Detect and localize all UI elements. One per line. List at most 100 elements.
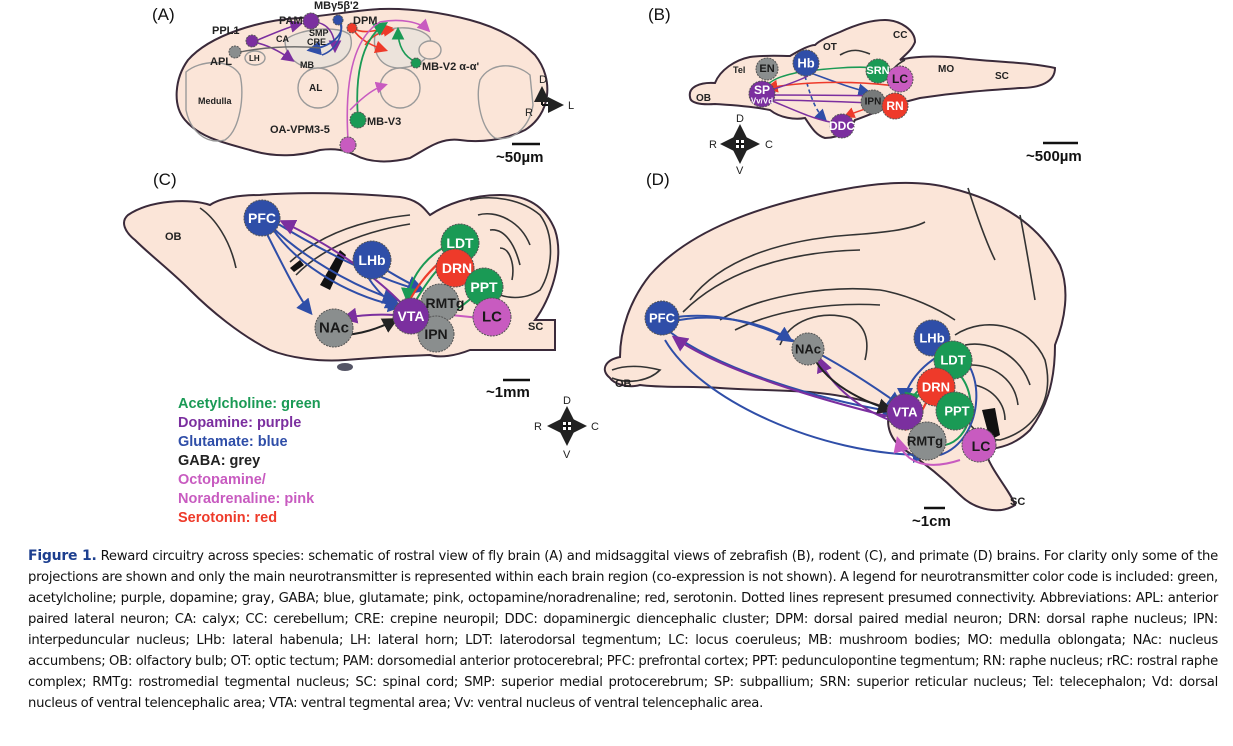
scale-text-c: ~1mm <box>486 384 530 401</box>
label-en: EN <box>759 63 774 75</box>
c-cerebellum <box>469 197 552 299</box>
label-c-lc: LC <box>482 309 502 326</box>
compass-a: D L R <box>525 74 574 119</box>
label-d-ppt: PPT <box>944 404 969 419</box>
label-c-rmtg: RMTg <box>426 295 465 311</box>
c-corpus-callosum <box>289 214 411 263</box>
node-c-rmtg <box>420 283 460 323</box>
compass-c-d: D <box>563 395 571 407</box>
label-apl: APL <box>210 56 232 68</box>
label-c-vta: VTA <box>398 308 425 324</box>
panel-a-labels: PPL1 PAM MBγ5β'2 DPM APL MB-V2 α-α' MB-V… <box>198 0 479 136</box>
label-b-sc: SC <box>995 71 1009 82</box>
node-d-rmtg <box>907 421 947 461</box>
lh-outline <box>244 50 266 66</box>
label-b-mo: MO <box>938 64 954 75</box>
d-corpus-callosum <box>719 287 956 321</box>
legend-gaba: GABA: grey <box>178 453 261 469</box>
label-cre: CRE <box>307 37 326 47</box>
label-d-vta: VTA <box>892 405 918 420</box>
node-ddc <box>829 113 855 139</box>
panel-c-label: (C) <box>153 170 177 189</box>
figure-caption: Figure 1. Reward circuitry across specie… <box>28 546 1218 714</box>
node-d-ppt <box>935 391 975 431</box>
label-d-sc: SC <box>1010 496 1025 508</box>
compass-c-c: C <box>591 421 599 433</box>
panel-a-nodes <box>228 12 422 154</box>
label-c-ppt: PPT <box>470 279 498 295</box>
compass-c: D V R C <box>534 395 599 461</box>
label-pam: PAM <box>279 15 303 27</box>
caption-text: Reward circuitry across species: schemat… <box>28 549 1218 711</box>
panel-c-labels: PFC LHb LDT DRN PPT RMTg VTA LC NAc IPN … <box>165 210 543 342</box>
panel-d-labels: PFC NAc LHb LDT DRN VTA PPT RMTg LC OB S… <box>615 311 1025 509</box>
label-rn: RN <box>886 99 903 113</box>
compass-b-v: V <box>736 165 744 177</box>
d-ob-shape <box>611 365 662 382</box>
panel-c-nodes <box>243 199 512 353</box>
node-sp <box>748 80 776 108</box>
label-d-rmtg: RMTg <box>907 434 943 449</box>
d-cingulate-outer <box>689 221 926 301</box>
label-d-nac: NAc <box>795 342 821 357</box>
medulla-left <box>185 62 243 142</box>
node-d-pfc <box>644 300 680 336</box>
d-cerebellum-fold1 <box>964 343 1031 386</box>
node-d-vta <box>886 393 924 431</box>
label-srn: SRN <box>866 65 889 77</box>
panel-b-label: (B) <box>648 5 671 24</box>
label-al: AL <box>309 83 322 94</box>
label-d-lc: LC <box>972 438 991 454</box>
panel-a-label: (A) <box>152 5 175 24</box>
panel-a-projections <box>239 18 431 141</box>
compass-c-r: R <box>534 421 542 433</box>
legend-dopamine: Dopamine: purple <box>178 415 302 431</box>
label-smp: SMP <box>309 28 329 38</box>
legend-noradrenaline: Noradrenaline: pink <box>178 491 315 507</box>
label-lh: LH <box>249 54 260 63</box>
node-mbv2 <box>410 57 422 69</box>
primate-brain-outline <box>603 181 1067 512</box>
label-mbv2: MB-V2 α-α' <box>422 61 479 73</box>
label-ca: CA <box>276 34 289 44</box>
node-d-lc <box>961 427 997 463</box>
label-mbv3: MB-V3 <box>367 116 401 128</box>
panel-d-label: (D) <box>646 170 670 189</box>
legend-octopamine: Octopamine/ <box>178 472 266 488</box>
node-mbg5b2 <box>332 14 344 26</box>
node-ppl1 <box>245 34 259 48</box>
c-cerebellum-fold3 <box>499 247 514 281</box>
label-c-ob: OB <box>165 231 182 243</box>
figure-number: Figure 1. <box>28 548 97 564</box>
node-c-ppt <box>464 267 504 307</box>
node-mbv3 <box>349 111 367 129</box>
label-sp: SP <box>754 83 770 97</box>
node-hb <box>792 49 820 77</box>
c-black-structure-1 <box>320 250 346 290</box>
label-dpm: DPM <box>353 15 377 27</box>
label-c-drn: DRN <box>442 260 472 276</box>
label-d-ldt: LDT <box>940 353 965 368</box>
al-right <box>379 67 421 109</box>
node-lc <box>886 65 914 93</box>
c-black-structure-2 <box>290 260 304 272</box>
node-oavpm <box>339 136 357 154</box>
label-c-sc: SC <box>528 321 543 333</box>
node-c-pfc <box>243 199 281 237</box>
label-d-lhb: LHb <box>919 331 944 346</box>
al-left <box>297 67 339 109</box>
c-cerebellum-fold2 <box>489 229 521 266</box>
node-c-lc <box>472 297 512 337</box>
node-d-nac <box>791 332 825 366</box>
node-c-drn <box>435 248 475 288</box>
panel-d: (D) <box>603 170 1067 530</box>
node-dpm <box>346 22 358 34</box>
node-c-nac <box>314 308 354 348</box>
label-hb: Hb <box>797 56 814 71</box>
compass-a-r: R <box>525 107 533 119</box>
compass-b-r: R <box>709 139 717 151</box>
label-mbg5b2: MBγ5β'2 <box>314 0 359 12</box>
label-c-ipn: IPN <box>424 326 447 342</box>
compass-b: D V R C <box>709 113 773 177</box>
figure: (A) <box>123 0 1082 530</box>
